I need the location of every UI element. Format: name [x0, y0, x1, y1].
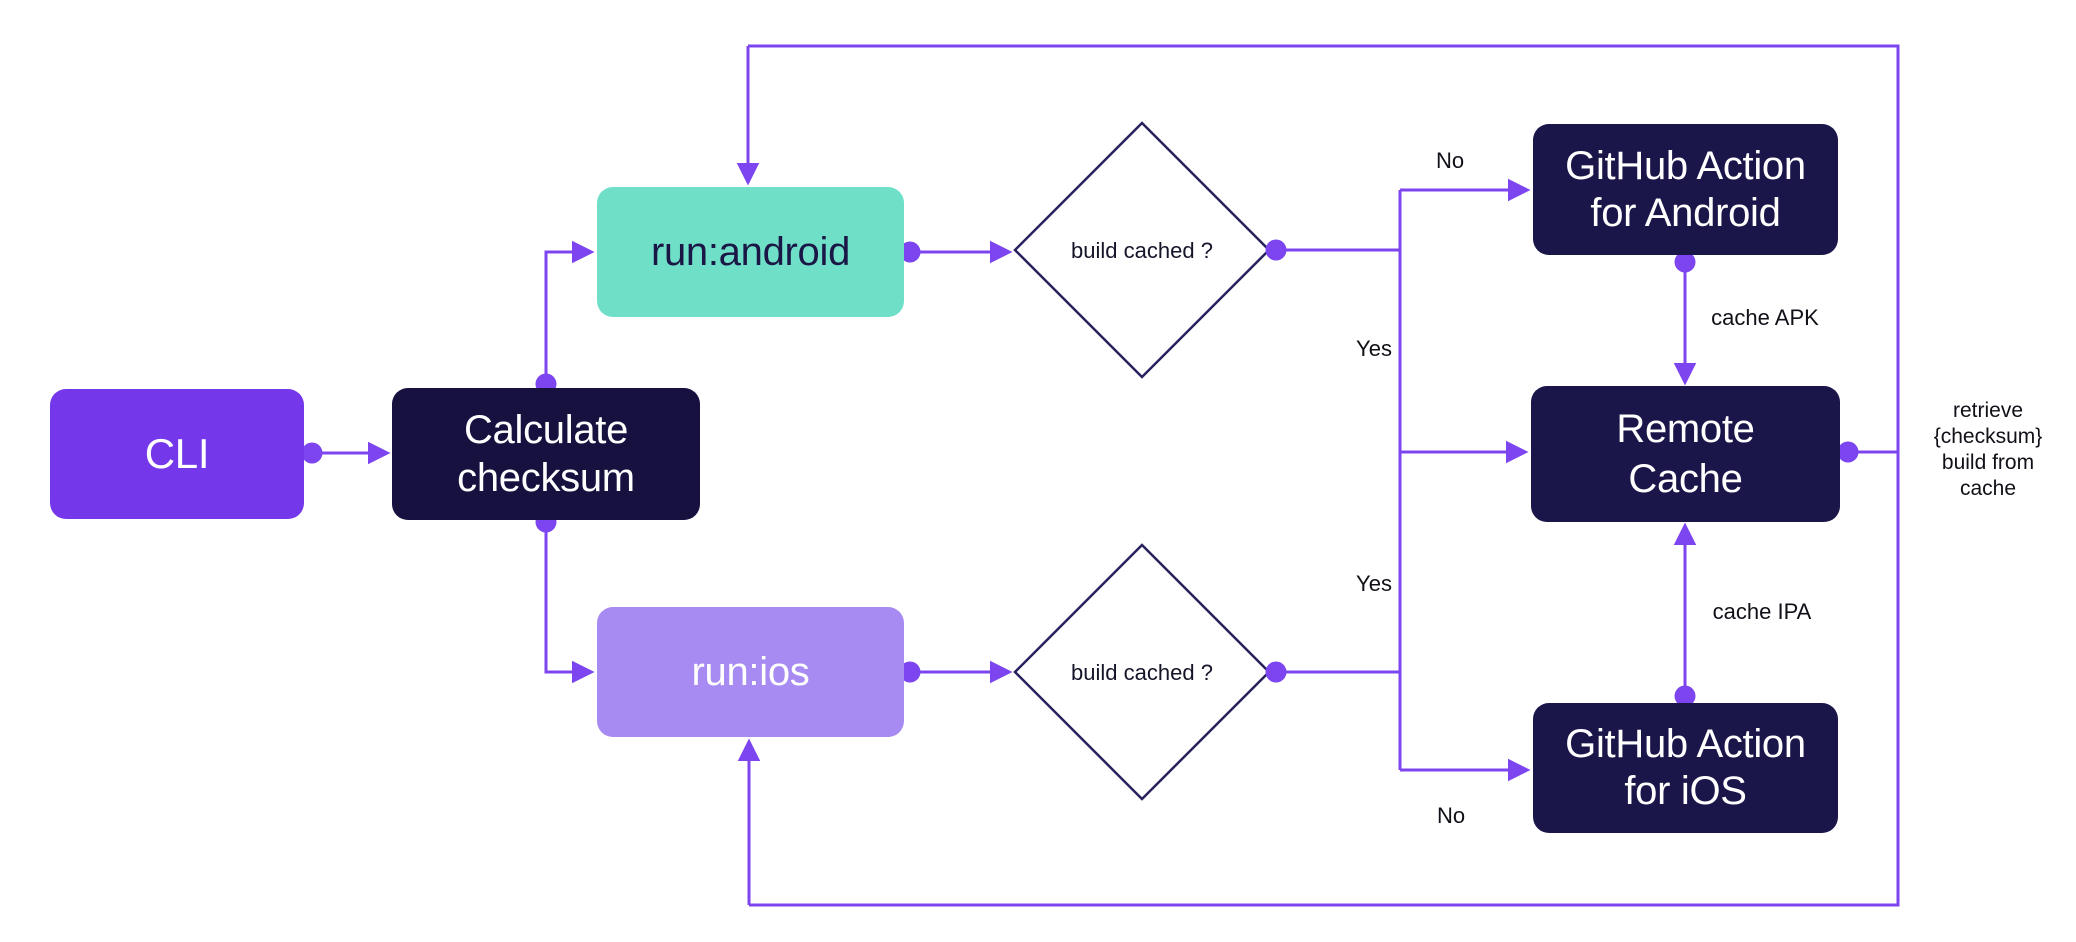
node-label: checksum: [457, 456, 635, 500]
node-run-ios: run:ios: [597, 607, 904, 737]
node-calculate-checksum: Calculate checksum: [392, 388, 700, 520]
connector-dot: [1674, 685, 1696, 707]
edge-label-yes-ios: Yes: [1356, 571, 1392, 596]
edge-label-cache-ipa: cache IPA: [1712, 599, 1812, 624]
decision-label-line: ?: [1200, 238, 1213, 263]
edge-retrieve-loop: [748, 44, 1900, 907]
decision-android-label: build cached ?: [1042, 237, 1242, 265]
node-label: CLI: [144, 430, 210, 477]
node-remote-cache: Remote Cache: [1531, 386, 1840, 522]
decision-android-diamond: [1013, 121, 1271, 379]
edge-label-line: cache: [1959, 477, 2017, 500]
edge-checksum-to-run-ios: [544, 522, 595, 684]
node-cli: CLI: [50, 389, 304, 519]
decision-label-line: ?: [1200, 660, 1213, 685]
node-label: Remote: [1616, 407, 1755, 451]
connector-dot: [899, 661, 921, 683]
connector-dot: [1837, 441, 1859, 463]
node-github-action-android: GitHub Action for Android: [1533, 124, 1838, 255]
connector-dot: [1674, 251, 1696, 273]
decision-label-line: cached: [1123, 660, 1195, 685]
node-github-action-ios: GitHub Action for iOS: [1533, 703, 1838, 833]
connector-dot: [1265, 239, 1287, 261]
node-run-android: run:android: [597, 187, 904, 317]
edge-label-cache-apk: cache APK: [1711, 305, 1819, 330]
decision-ios-diamond: [1013, 543, 1271, 801]
node-label: GitHub Action: [1565, 722, 1806, 766]
node-label: Calculate: [463, 408, 629, 452]
edge-checksum-to-run-android: [544, 240, 595, 384]
node-label: GitHub Action: [1565, 143, 1806, 188]
edge-label-no-android: No: [1435, 148, 1465, 173]
edge-label-no-ios: No: [1436, 803, 1466, 828]
decision-label-line: build: [1071, 660, 1118, 685]
node-label: Cache: [1628, 457, 1743, 501]
node-label: run:ios: [691, 649, 810, 694]
edge-label-line: {checksum}: [1933, 425, 2043, 448]
edge-label-line: retrieve: [1952, 399, 2024, 422]
connector-dot: [301, 442, 323, 464]
decision-label-line: build: [1071, 238, 1118, 263]
connector-dot: [899, 241, 921, 263]
edge-label-retrieve-from-cache: retrieve {checksum} build from cache: [1934, 398, 2043, 502]
decision-ios-label: build cached ?: [1042, 659, 1242, 687]
node-label: for iOS: [1624, 769, 1747, 813]
connector-dot: [1265, 661, 1287, 683]
edge-label-line: build from: [1941, 451, 2035, 474]
node-label: run:android: [650, 229, 851, 274]
decision-label-line: cached: [1123, 238, 1195, 263]
node-label: for Android: [1590, 190, 1781, 235]
edge-label-yes-android: Yes: [1356, 336, 1392, 361]
